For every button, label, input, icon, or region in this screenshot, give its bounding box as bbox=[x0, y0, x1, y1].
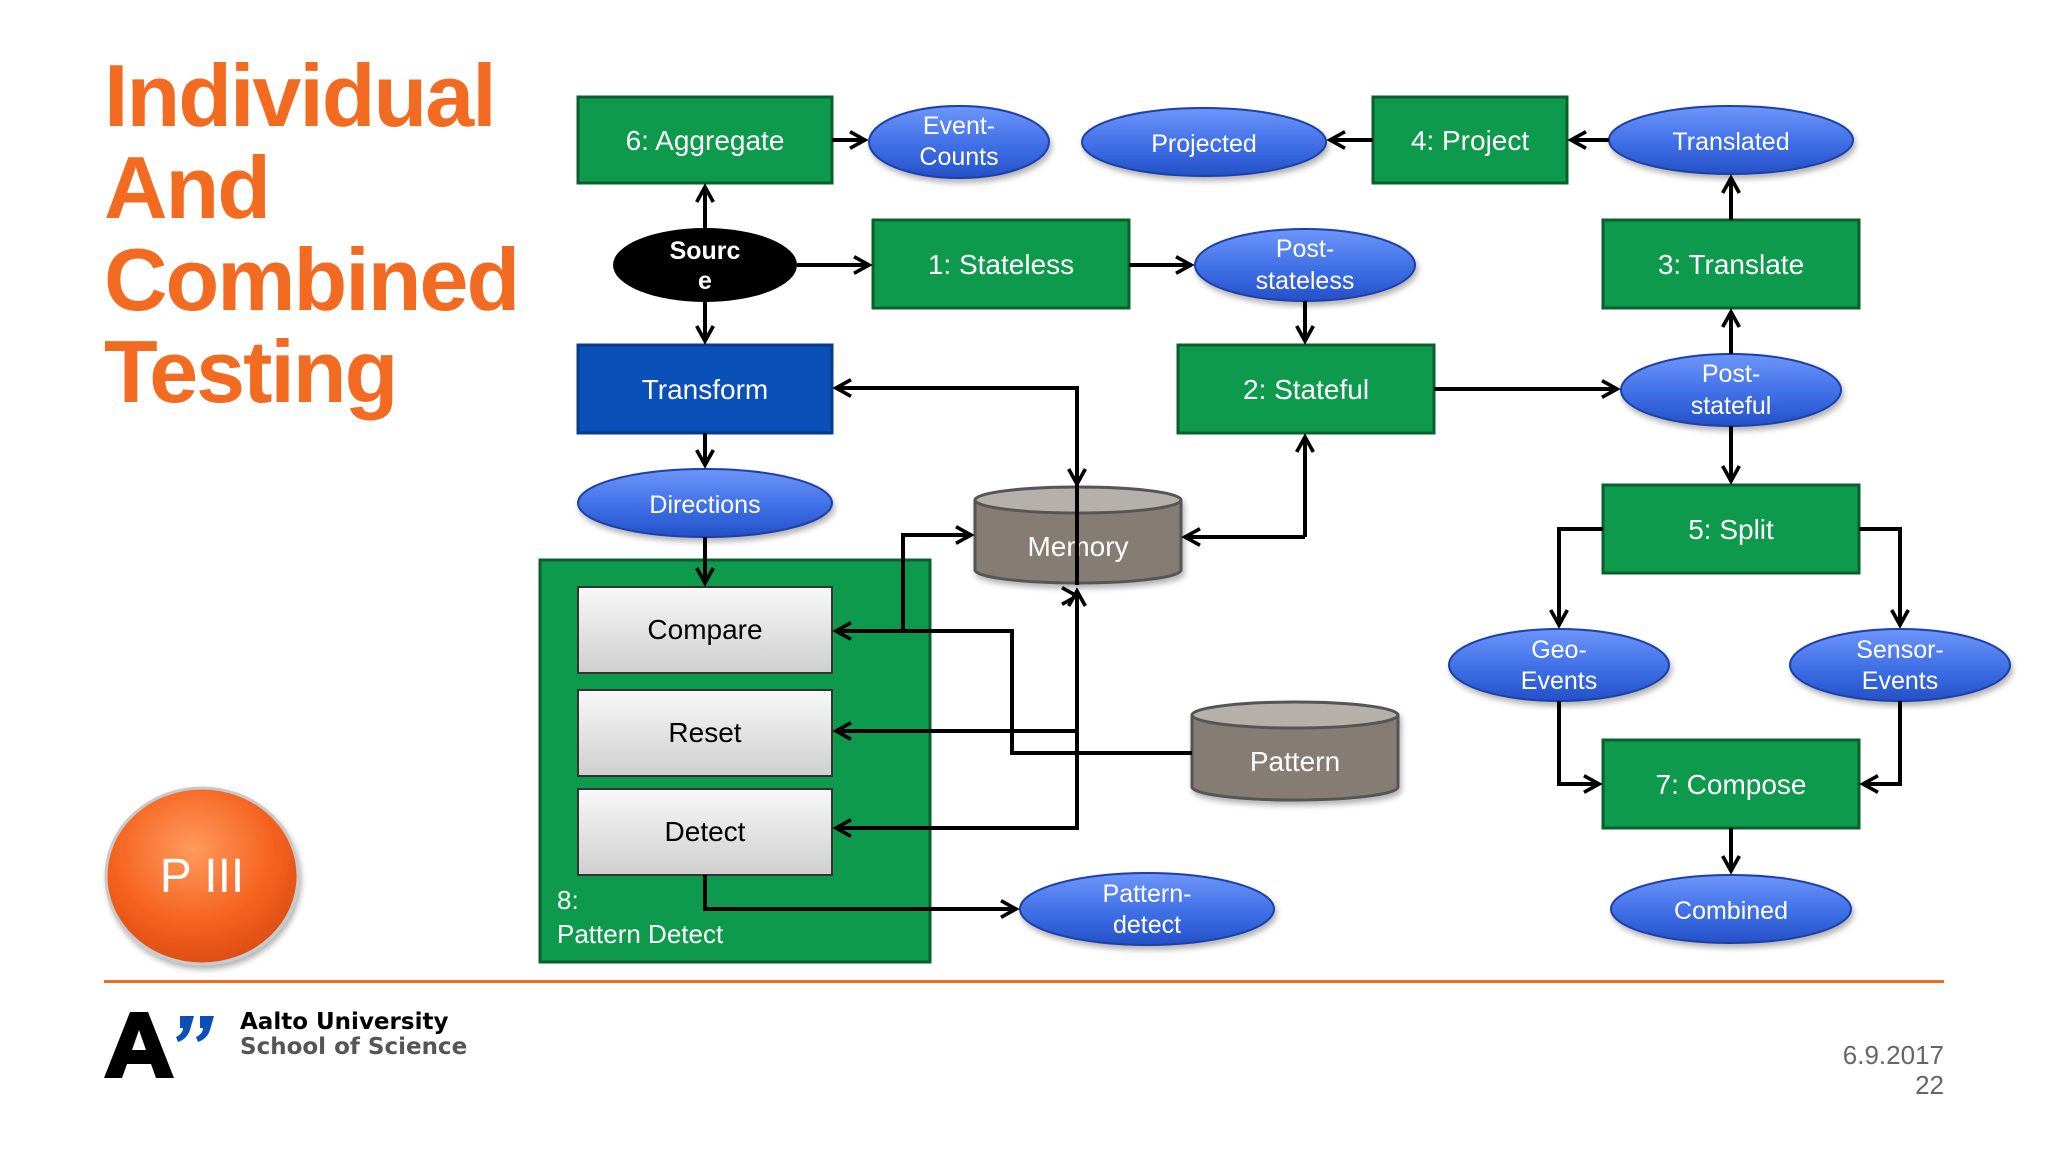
pattern-detect-group-label: Pattern Detect bbox=[557, 919, 724, 949]
arrow-detect-patterndetect bbox=[703, 875, 1016, 909]
slide-title: Individual And Combined Testing bbox=[104, 46, 520, 421]
arrow-split-geo bbox=[1559, 527, 1603, 625]
part-badge-label: P III bbox=[160, 850, 245, 903]
process-translate: 3: Translate bbox=[1601, 218, 1861, 310]
stream-projected: Projected bbox=[1081, 107, 1327, 177]
process-stateful-label: 2: Stateful bbox=[1243, 374, 1369, 405]
process-aggregate-label: 6: Aggregate bbox=[626, 125, 785, 156]
aalto-logo-icon bbox=[104, 1012, 214, 1078]
process-compose-label: 7: Compose bbox=[1656, 769, 1807, 800]
stream-post-stateless: Post- stateless bbox=[1194, 228, 1416, 302]
stream-combined-label: Combined bbox=[1674, 897, 1788, 925]
process-translate-label: 3: Translate bbox=[1658, 249, 1804, 280]
store-pattern-label: Pattern bbox=[1250, 746, 1340, 777]
process-compose: 7: Compose bbox=[1601, 738, 1861, 830]
source-label: e bbox=[698, 267, 712, 295]
stream-post-stateful: Post- stateful bbox=[1620, 353, 1842, 427]
stream-translated: Translated bbox=[1608, 105, 1854, 175]
school-name: School of Science bbox=[240, 1034, 468, 1060]
process-transform: Transform bbox=[576, 343, 834, 435]
arrow-pattern-compare bbox=[836, 631, 1192, 755]
arrow-sensor-compose bbox=[1863, 701, 1902, 784]
flow-arrows bbox=[705, 140, 1900, 909]
stream-sensor-events-label: Sensor- bbox=[1856, 636, 1944, 664]
process-stateful: 2: Stateful bbox=[1176, 343, 1436, 435]
process-project-label: 4: Project bbox=[1411, 125, 1529, 156]
arrow-split-sensor bbox=[1859, 527, 1900, 625]
process-transform-label: Transform bbox=[642, 374, 769, 405]
footer-rule bbox=[104, 980, 1944, 983]
step-detect: Detect bbox=[577, 788, 833, 876]
stream-pattern-detect: Pattern- detect bbox=[1019, 872, 1275, 946]
slide-date: 6.9.2017 bbox=[1842, 1040, 1944, 1070]
stream-translated-label: Translated bbox=[1672, 128, 1789, 156]
step-detect-label: Detect bbox=[665, 816, 746, 847]
process-project: 4: Project bbox=[1371, 95, 1569, 185]
stream-pattern-detect-label: detect bbox=[1113, 911, 1181, 939]
stream-directions: Directions bbox=[577, 468, 833, 538]
stream-directions-label: Directions bbox=[649, 491, 760, 519]
stream-post-stateless-label: stateless bbox=[1256, 267, 1355, 295]
process-split-label: 5: Split bbox=[1688, 514, 1774, 545]
stream-geo-events: Geo- Events bbox=[1448, 628, 1670, 702]
source-node: Sourc e bbox=[613, 228, 797, 302]
pattern-detect-group-label: 8: bbox=[557, 885, 579, 915]
process-stateless-label: 1: Stateless bbox=[928, 249, 1074, 280]
process-aggregate: 6: Aggregate bbox=[576, 95, 834, 185]
university-name: Aalto University bbox=[240, 1009, 449, 1035]
stream-sensor-events: Sensor- Events bbox=[1789, 628, 2011, 702]
step-compare: Compare bbox=[577, 586, 833, 674]
stream-event-counts: Event- Counts bbox=[868, 105, 1050, 179]
slide-number: 22 bbox=[1915, 1070, 1944, 1100]
step-reset-label: Reset bbox=[668, 717, 741, 748]
process-stateless: 1: Stateless bbox=[871, 218, 1131, 310]
arrow-geo-compose bbox=[1557, 701, 1599, 784]
title-line: And bbox=[104, 138, 271, 237]
stream-post-stateful-label: Post- bbox=[1702, 360, 1760, 388]
stream-event-counts-label: Counts bbox=[919, 143, 998, 171]
arrow-compare-memory bbox=[901, 535, 971, 633]
stream-post-stateless-label: Post- bbox=[1276, 235, 1334, 263]
part-badge: P III bbox=[104, 786, 300, 966]
stream-post-stateful-label: stateful bbox=[1691, 392, 1772, 420]
stream-event-counts-label: Event- bbox=[923, 112, 995, 140]
title-line: Testing bbox=[104, 322, 398, 421]
stream-sensor-events-label: Events bbox=[1862, 667, 1938, 695]
stream-projected-label: Projected bbox=[1151, 130, 1257, 158]
source-label: Sourc bbox=[670, 237, 741, 265]
stream-geo-events-label: Events bbox=[1521, 667, 1597, 695]
stream-combined: Combined bbox=[1610, 874, 1852, 944]
step-compare-label: Compare bbox=[647, 614, 762, 645]
title-line: Combined bbox=[104, 230, 520, 329]
stream-pattern-detect-label: Pattern- bbox=[1103, 880, 1192, 908]
step-reset: Reset bbox=[577, 689, 833, 777]
store-pattern: Pattern bbox=[1190, 700, 1400, 802]
title-line: Individual bbox=[104, 46, 497, 145]
process-split: 5: Split bbox=[1601, 483, 1861, 575]
stream-geo-events-label: Geo- bbox=[1531, 636, 1587, 664]
